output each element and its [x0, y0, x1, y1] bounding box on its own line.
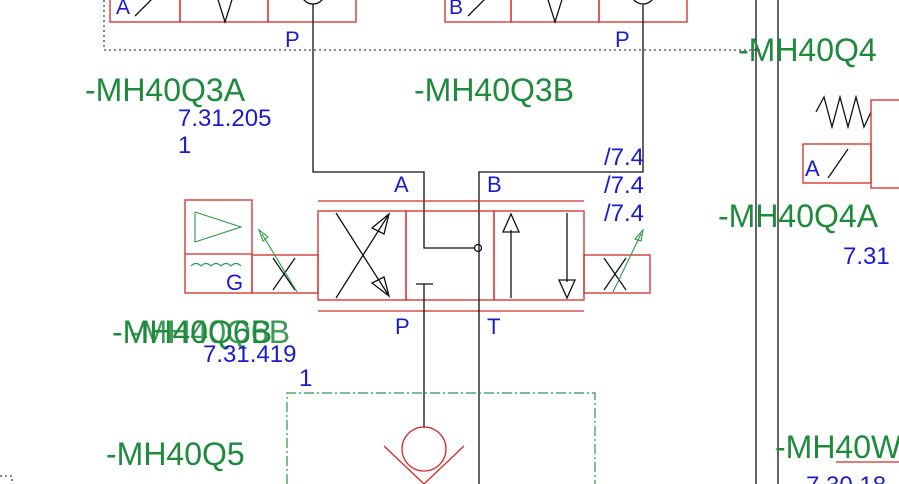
main-directional-valve	[317, 200, 585, 312]
left-actuator	[184, 199, 319, 294]
label-mh40q4: -MH40Q4	[738, 32, 877, 68]
corner-dotted-mark	[0, 475, 13, 484]
port-label-a-top: A	[116, 0, 130, 19]
port-label-a: A	[394, 172, 409, 197]
label-mh40q5: -MH40Q5	[106, 436, 245, 472]
label-mh40w: -MH40W	[775, 429, 899, 465]
port-label-b-top: B	[449, 0, 463, 19]
valve-q3b-top	[444, 0, 688, 25]
ref-q4a: 7.31	[843, 243, 890, 270]
port-label-p-right: P	[615, 27, 630, 52]
label-mh40q4a: -MH40Q4A	[718, 198, 879, 234]
right-actuator	[583, 228, 651, 294]
label-mh40q6b-overlap: -MH40Q6B	[130, 314, 290, 350]
ref-w: 7.30.18	[806, 472, 886, 484]
ref-q3a-sub: 1	[178, 132, 191, 159]
ref-valve: 7.31.419	[203, 341, 296, 368]
ref-q3a: 7.31.205	[178, 105, 271, 132]
port-label-t: T	[487, 314, 500, 339]
port-label-b: B	[487, 172, 502, 197]
label-mh40q3b: -MH40Q3B	[414, 72, 574, 108]
assembly-boundary-dotted	[103, 0, 760, 51]
check-valve-symbol	[383, 426, 465, 484]
valve-q3a-top	[109, 0, 357, 25]
port-label-a-right: A	[805, 156, 820, 181]
label-mh40q3a: -MH40Q3A	[85, 72, 246, 108]
label-mh40q6b: -MH40Q6B	[112, 314, 272, 350]
crossref-2: /7.4	[604, 172, 644, 199]
crossref-1: /7.4	[604, 144, 644, 171]
port-label-p-left: P	[285, 27, 300, 52]
pipe-a-line	[312, 22, 425, 212]
crossref-3: /7.4	[604, 200, 644, 227]
valve-q4a-partial	[802, 94, 899, 189]
port-label-g: G	[226, 270, 243, 295]
ref-valve-sub: 1	[299, 365, 312, 392]
port-label-p: P	[395, 314, 410, 339]
group-box-q5	[286, 392, 596, 484]
pipe-b-line	[478, 22, 644, 212]
